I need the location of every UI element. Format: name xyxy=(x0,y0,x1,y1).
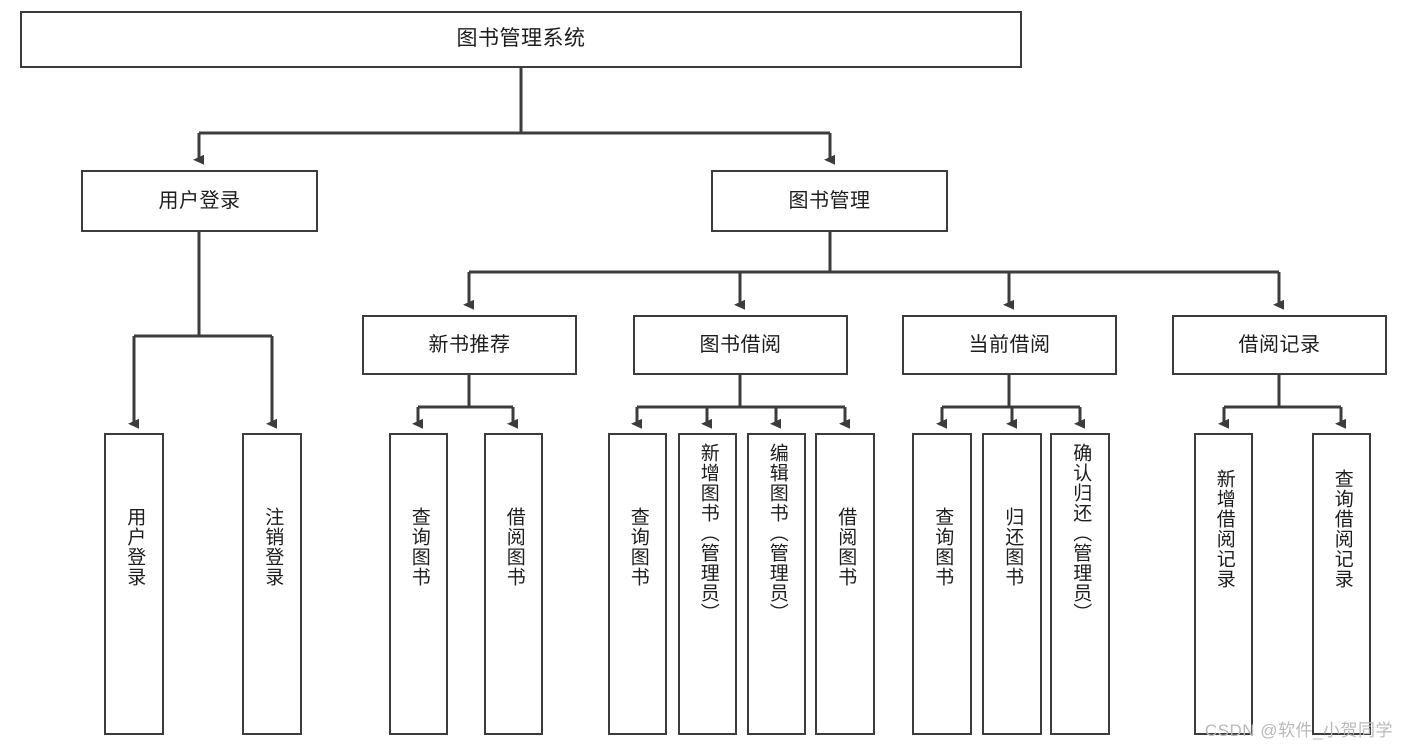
leaf-return-book[interactable]: 归还图书 xyxy=(982,433,1042,735)
leaf-borrow-book-new-book[interactable]: 借阅图书 xyxy=(484,433,543,735)
leaf-query-borrow-record[interactable]: 查询借阅记录 xyxy=(1312,433,1371,735)
node-label: 查询借阅记录 xyxy=(1331,469,1353,589)
node-root-book-management-system[interactable]: 图书管理系统 xyxy=(20,11,1022,68)
node-label: 图书管理系统 xyxy=(456,27,586,51)
node-label: 借阅图书 xyxy=(835,507,857,587)
leaf-query-book-new-book[interactable]: 查询图书 xyxy=(389,433,448,735)
node-label: 编辑图书（管理员） xyxy=(766,443,788,623)
leaf-confirm-return-admin[interactable]: 确认归还（管理员） xyxy=(1050,433,1110,735)
leaf-query-book-current[interactable]: 查询图书 xyxy=(912,433,972,735)
leaf-add-borrow-record[interactable]: 新增借阅记录 xyxy=(1194,433,1253,735)
node-label: 当前借阅 xyxy=(968,333,1051,356)
node-label: 图书借阅 xyxy=(699,333,782,356)
node-book-borrow[interactable]: 图书借阅 xyxy=(633,315,848,375)
node-new-book-recommend[interactable]: 新书推荐 xyxy=(362,315,577,375)
leaf-add-book-admin[interactable]: 新增图书（管理员） xyxy=(678,433,737,735)
node-borrow-record[interactable]: 借阅记录 xyxy=(1172,315,1387,375)
node-book-management[interactable]: 图书管理 xyxy=(711,170,948,232)
node-label: 注销登录 xyxy=(262,507,284,587)
node-label: 新增借阅记录 xyxy=(1213,469,1235,589)
leaf-user-login[interactable]: 用户登录 xyxy=(104,433,164,735)
node-label: 用户登录 xyxy=(158,189,241,212)
leaf-query-book-borrow[interactable]: 查询图书 xyxy=(608,433,667,735)
node-user-login[interactable]: 用户登录 xyxy=(81,170,318,232)
node-label: 图书管理 xyxy=(788,189,871,212)
leaf-edit-book-admin[interactable]: 编辑图书（管理员） xyxy=(747,433,806,735)
node-label: 新书推荐 xyxy=(428,333,511,356)
node-label: 查询图书 xyxy=(627,507,649,587)
csdn-watermark: CSDN @软件_小贺同学 xyxy=(1204,721,1393,740)
node-current-borrow[interactable]: 当前借阅 xyxy=(902,315,1117,375)
node-label: 查询图书 xyxy=(408,507,430,587)
leaf-borrow-book-borrow[interactable]: 借阅图书 xyxy=(815,433,875,735)
node-label: 归还图书 xyxy=(1002,507,1024,587)
leaf-logout-login[interactable]: 注销登录 xyxy=(242,433,302,735)
node-label: 借阅图书 xyxy=(503,507,525,587)
node-label: 借阅记录 xyxy=(1238,333,1321,356)
node-label: 查询图书 xyxy=(932,507,954,587)
node-label: 确认归还（管理员） xyxy=(1070,443,1092,623)
node-label: 用户登录 xyxy=(124,507,146,587)
node-label: 新增图书（管理员） xyxy=(697,443,719,623)
